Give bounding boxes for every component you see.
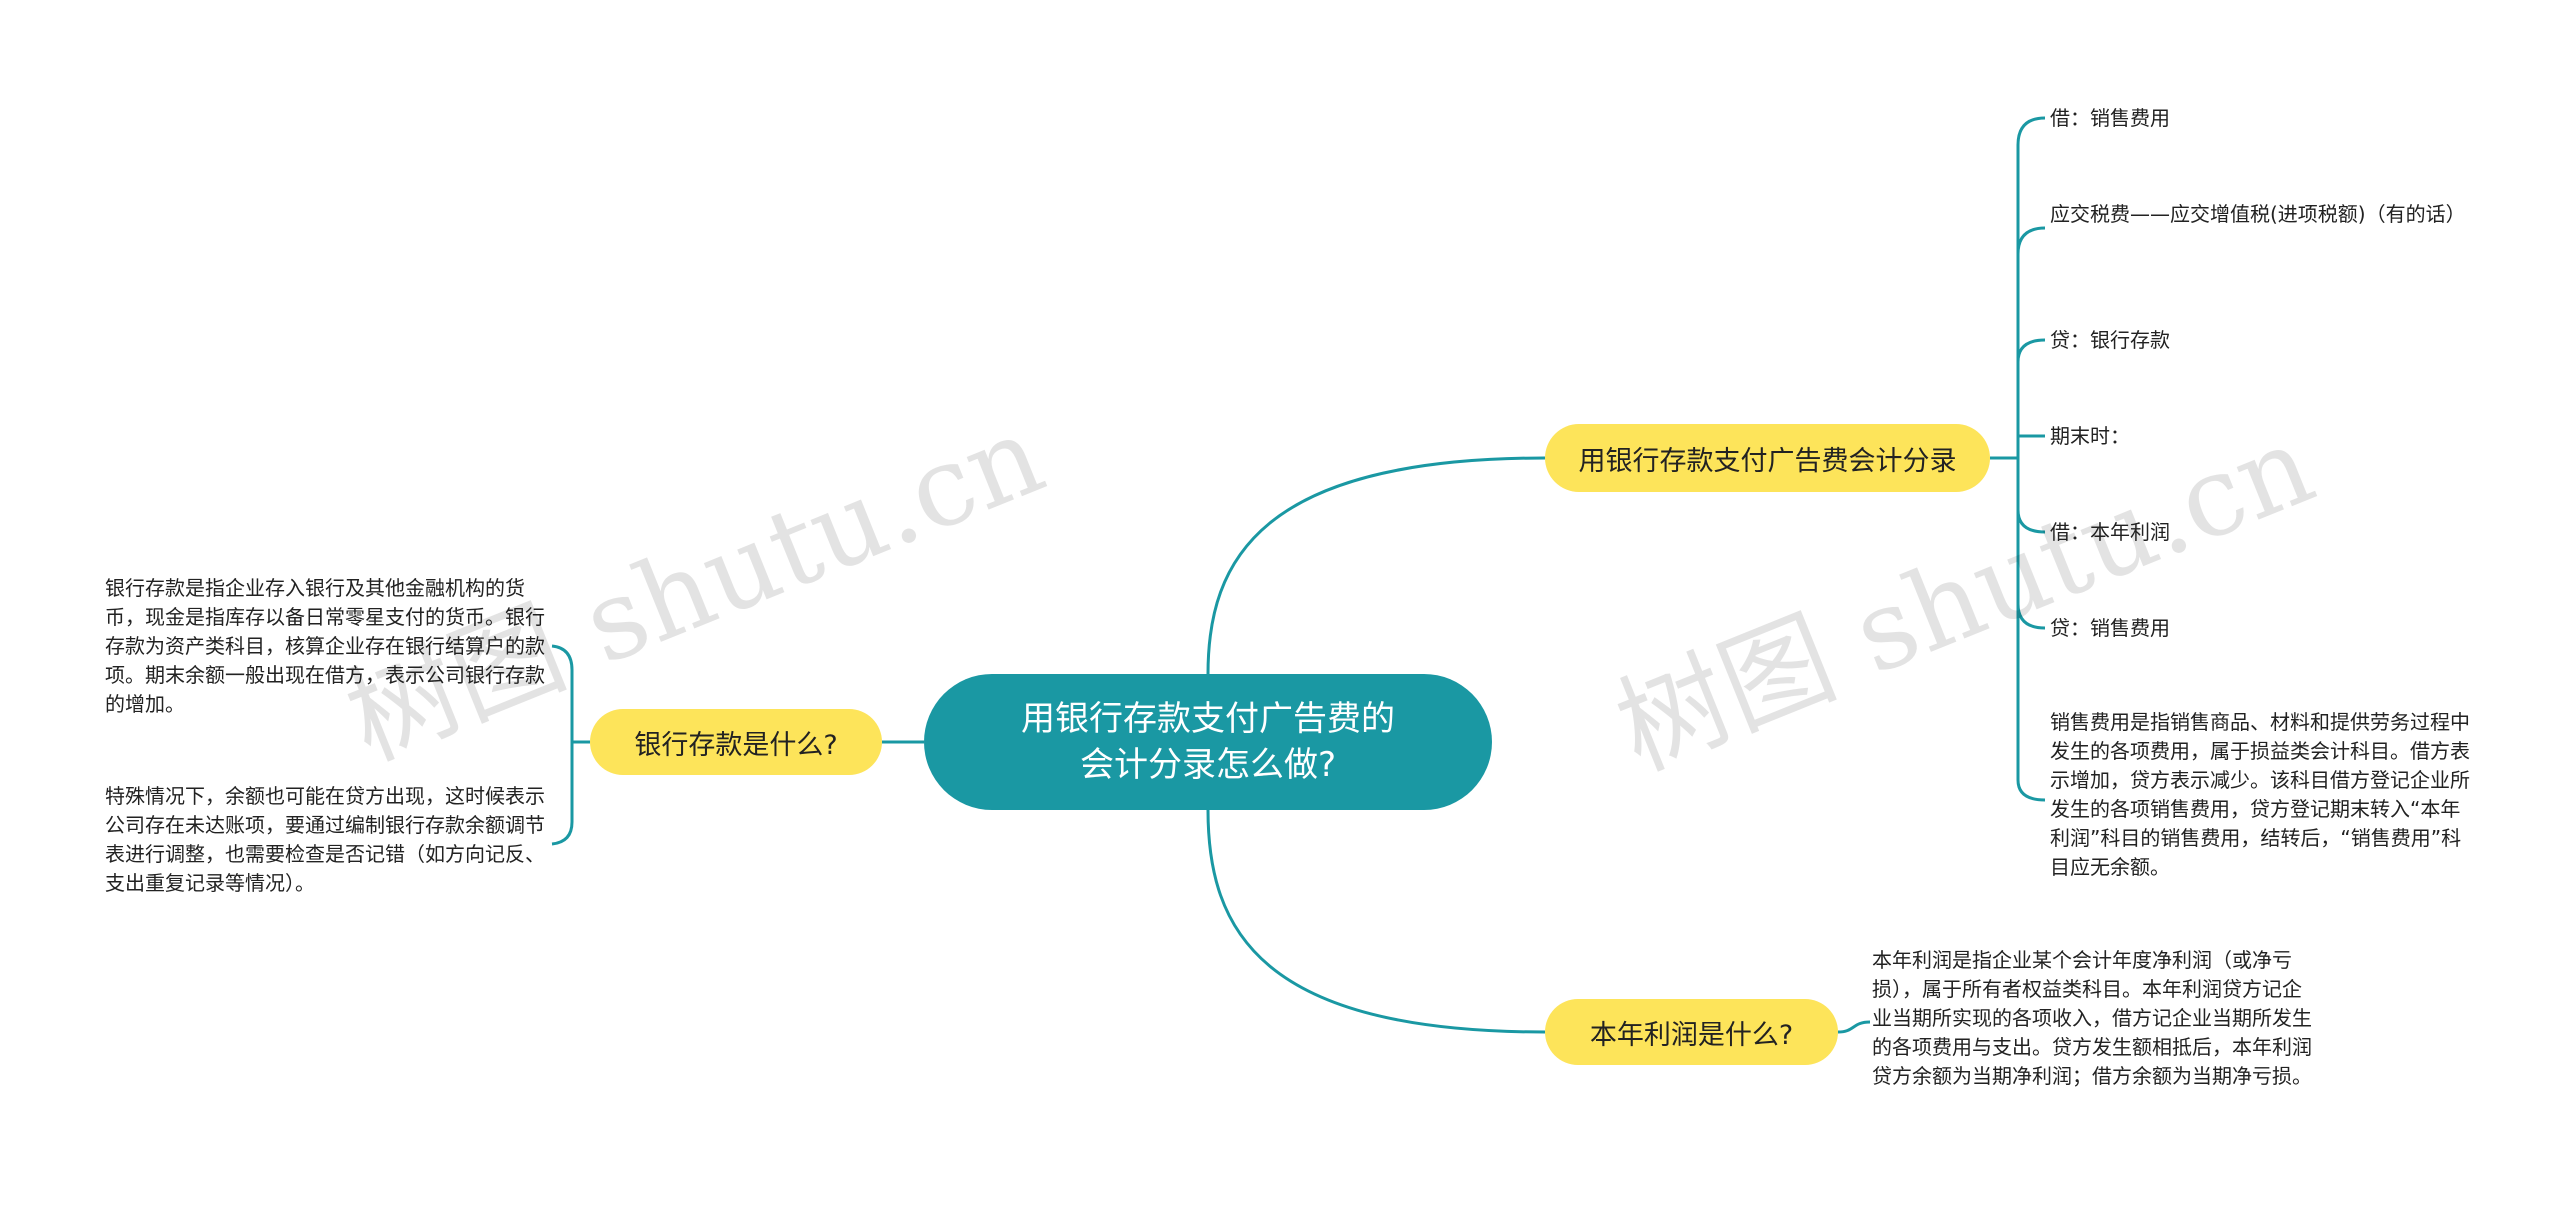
edge-entry-leaf-6 <box>2016 458 2046 630</box>
leaf-bank-deposit-special-case[interactable]: 特殊情况下，余额也可能在贷方出现，这时候表示公司存在未达账项，要通过编制银行存款… <box>105 784 545 895</box>
leaf-period-end[interactable]: 期末时： <box>2050 424 2130 448</box>
edge-deposit-leaf-1 <box>551 644 574 742</box>
leaf-current-profit-definition[interactable]: 本年利润是指企业某个会计年度净利润（或净亏损），属于所有者权益类科目。本年利润贷… <box>1872 948 2312 1088</box>
branch-bank-deposit[interactable]: 银行存款是什么? <box>590 709 882 775</box>
edge-deposit-leaf-2 <box>551 742 574 846</box>
leaf-credit-selling-expenses[interactable]: 贷：销售费用 <box>2050 616 2170 640</box>
edge-profit-leaf <box>1837 1020 1871 1034</box>
edge-entry-leaf-7 <box>2016 458 2046 802</box>
branch-accounting-entry[interactable]: 用银行存款支付广告费会计分录 <box>1545 424 1990 492</box>
leaf-debit-selling-expenses[interactable]: 借：销售费用 <box>2050 106 2170 130</box>
leaf-debit-current-profit[interactable]: 借：本年利润 <box>2050 520 2170 544</box>
root-topic[interactable]: 用银行存款支付广告费的 会计分录怎么做? <box>924 674 1492 810</box>
edge-entry-leaf-1 <box>2016 116 2046 458</box>
edge-entry-leaf-4 <box>2016 434 2045 458</box>
edge-entry-leaf-3 <box>2016 338 2046 363</box>
edge-entry-leaf-5 <box>2016 509 2046 534</box>
branch-current-year-profit[interactable]: 本年利润是什么? <box>1545 999 1838 1065</box>
root-topic-line-2: 会计分录怎么做? <box>1079 745 1337 785</box>
edge-root-entry <box>1206 456 1546 675</box>
leaf-input-vat[interactable]: 应交税费——应交增值税(进项税额)（有的话） <box>2050 202 2466 226</box>
leaf-credit-bank-deposit[interactable]: 贷：银行存款 <box>2050 328 2170 352</box>
edge-root-profit <box>1206 809 1546 1034</box>
leaf-bank-deposit-definition[interactable]: 银行存款是指企业存入银行及其他金融机构的货币，现金是指库存以备日常零星支付的货币… <box>105 576 545 716</box>
leaf-selling-expenses-definition[interactable]: 销售费用是指销售商品、材料和提供劳务过程中发生的各项费用，属于损益类会计科目。借… <box>2050 710 2470 879</box>
root-topic-line-1: 用银行存款支付广告费的 <box>1021 699 1395 739</box>
edge-entry-leaf-2 <box>2016 226 2046 255</box>
